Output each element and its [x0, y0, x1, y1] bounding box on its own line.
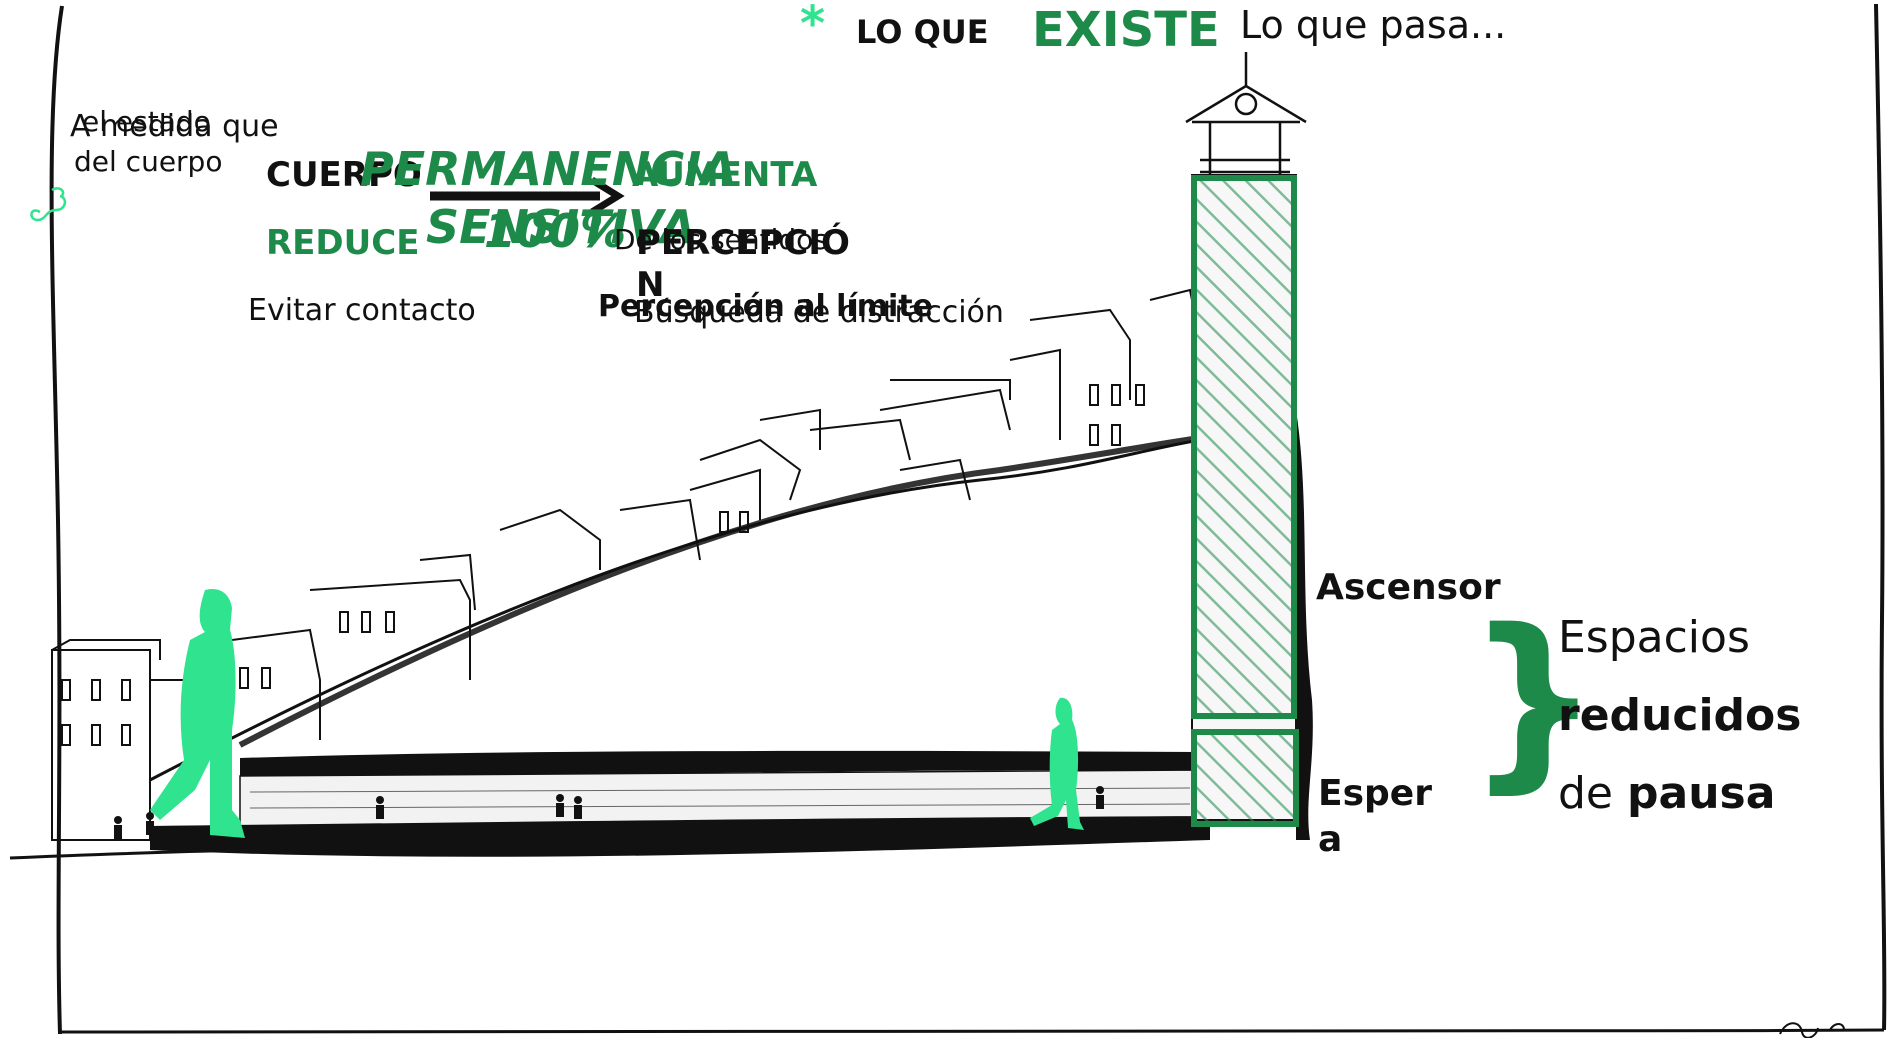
upper-shadow: [240, 750, 1200, 776]
note-del-cuerpo: del cuerpo: [74, 145, 223, 178]
frame-left-line: [49, 5, 64, 1035]
house-windows: [61, 384, 1145, 746]
walking-figure-large-icon: [150, 588, 245, 838]
label-espera-line1: Esper: [1318, 773, 1432, 814]
label-ascensor: Ascensor: [1316, 567, 1501, 608]
side-note-espacios: Espacios: [1558, 612, 1750, 663]
walking-figure-small-icon: [1030, 697, 1084, 830]
label-percent: 100%: [484, 204, 627, 258]
arrow-icon: [430, 177, 625, 215]
label-espera-line2: a: [1318, 819, 1343, 860]
label-aumenta: AUMENTA: [632, 155, 818, 195]
label-cuerpo: CUERPO: [266, 155, 422, 195]
frame-right-line: [1874, 3, 1887, 1031]
swirl-ornament-icon: [30, 187, 67, 222]
hillside-shadow: [238, 435, 1201, 748]
label-sensitiva: SENSITIVA: [426, 200, 696, 254]
label-percepcion: PERCEPCIÓ: [636, 223, 850, 263]
pedestrians-icon: [114, 786, 1104, 839]
side-note-pausa: pausa: [1627, 768, 1776, 819]
label-de-los-sentidos: De los sentidos: [614, 223, 828, 256]
asterisk-icon: *: [800, 0, 826, 52]
wall-stones: [249, 787, 1191, 809]
lower-shadow: [150, 816, 1210, 857]
frame-bottom-line: [59, 1028, 1885, 1034]
label-permanencia: PERMANENCIA: [360, 142, 737, 196]
label-percepcion-n: N: [636, 265, 665, 305]
label-percepcion-limite: Percepción al límite: [598, 289, 933, 324]
label-reduce: REDUCE: [266, 223, 420, 263]
tower-roof-icon: [1185, 52, 1307, 175]
corner-ornament-icon: [1779, 1022, 1845, 1038]
header-lo-que: LO QUE: [856, 13, 989, 51]
elevator-box: [1191, 175, 1297, 719]
note-a-medida-que: A medida que: [70, 109, 279, 144]
header-lo-que-pasa: Lo que pasa...: [1240, 3, 1507, 47]
curly-brace-icon: }: [1466, 589, 1601, 810]
tower-shadow: [1296, 410, 1313, 840]
label-evitar-contacto: Evitar contacto: [248, 293, 476, 328]
side-note-de-pausa: de pausa: [1558, 772, 1775, 816]
sketched-houses: [51, 288, 1201, 841]
hillside-slope: [149, 438, 1201, 782]
note-el-estado: el estado: [82, 105, 211, 138]
waiting-box: [1191, 729, 1299, 827]
side-note-de: de: [1558, 768, 1627, 819]
label-busqueda-distraccion: Búsqueda de distracción: [634, 295, 1004, 330]
header-existe: EXISTE: [1032, 2, 1220, 58]
side-note-reducidos: reducidos: [1558, 690, 1802, 741]
